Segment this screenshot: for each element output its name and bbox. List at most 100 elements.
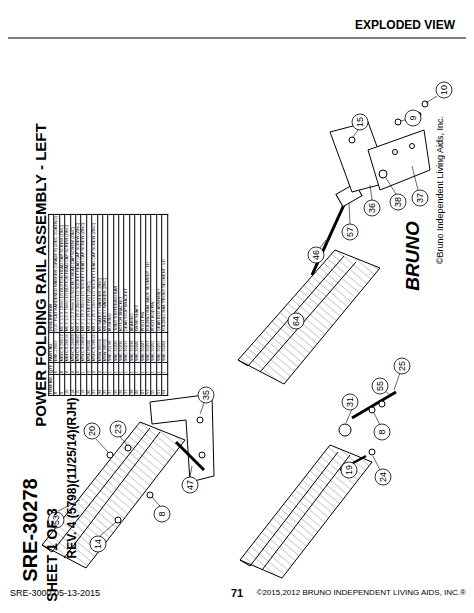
table-header: DESCRIPTION [48, 304, 53, 331]
table-cell: 55 [151, 389, 156, 393]
table-cell: BUSHING [108, 313, 113, 331]
callout-number: 8 [378, 429, 387, 434]
table-cell: SRE-30257 [156, 341, 161, 362]
callout-bubble [405, 110, 421, 126]
table-cell: M6 SAFETY WASHER (ZINC) [97, 278, 102, 332]
table-cell: M6 X 1.0 X 16mm LG BUTTON HEAD CAP SCREW… [64, 225, 69, 332]
callout-bubble [341, 462, 357, 478]
table-cell: 1 [145, 371, 150, 373]
callout-number: 55 [376, 381, 385, 391]
table-cell: 46 [134, 389, 139, 393]
table-cell: SRE-30253 [145, 341, 150, 362]
copyright-footer: ©2015,2012 BRUNO INDEPENDENT LIVING AIDS… [257, 589, 467, 597]
table-cell: M8 SAFETY WASHER (ZINC) [102, 278, 107, 332]
callout-number: 36 [368, 203, 377, 213]
table-cell: 1 [129, 371, 134, 373]
table-cell: 47 [140, 389, 145, 393]
table-cell: SRE-30246 [134, 341, 139, 362]
callout-bubble [90, 536, 106, 552]
brand-logo: BRUNO [403, 221, 422, 291]
table-cell: 37 [124, 389, 129, 393]
table-cell: 4 [70, 371, 75, 373]
parts-table: ITEM NO.QTY.PART NO.DESCRIPTION86ERK-120… [48, 214, 168, 396]
table-cell: 19 [81, 389, 86, 393]
table-cell: 1 [151, 371, 156, 373]
table-cell: DRIVE SHAFT [134, 305, 139, 331]
table-cell: 1 [124, 371, 129, 373]
drawing-number: SRE-30278 [20, 478, 40, 581]
callout-number: 10 [440, 85, 449, 95]
table-cell: 36 [118, 389, 123, 393]
table-cell: 1 [118, 371, 123, 373]
callout-bubble [390, 194, 406, 210]
callout-bubble [436, 82, 452, 98]
table-cell: 53 [145, 389, 150, 393]
table-cell: FOLDING RAIL FRONT SEGMENT - LH [161, 259, 166, 331]
table-cell: 8 [54, 392, 59, 394]
table-cell: 1 [161, 371, 166, 373]
table-cell: M6 X 1.0 X 8mm LG SOCKET HEAD CAP SCREW … [70, 227, 75, 331]
table-cell: 57 [156, 389, 161, 393]
table-cell: SRE-30255 [151, 341, 156, 362]
table-header: ITEM NO. [48, 376, 53, 394]
table-cell: 1 [102, 371, 107, 373]
callout-number: 53 [52, 515, 61, 525]
table-cell: 1 [108, 371, 113, 373]
table-cell: ERK-12003 [54, 341, 59, 362]
callout-number: 37 [416, 193, 425, 203]
table-cell: SRE-30238 [129, 341, 134, 362]
callout-bubble [374, 424, 390, 440]
table-cell: 2 [91, 371, 96, 373]
table-cell: 8 [59, 371, 64, 373]
table-cell: 1 [156, 371, 161, 373]
table-cell: SRE-30236 [118, 341, 123, 362]
table-cell: GEAR STOP BRACKET [124, 288, 129, 331]
callout-bubble [412, 190, 428, 206]
callout-bubble [182, 477, 198, 493]
callout-number: 15 [356, 117, 365, 127]
table-cell: M6 X 1.0 X 12mm LG BUTTON HEAD CAP SCREW… [59, 225, 64, 332]
table-cell: SRE-30247 [140, 341, 145, 362]
table-cell: 3 [86, 371, 91, 373]
callout-number: 64 [292, 316, 301, 326]
callout-number: 31 [346, 397, 355, 407]
doc-footer: SRE-3000 05-13-2015 [10, 589, 100, 598]
table-cell: M8 X 1.25 X 16mm LG SOCKET HEAD CAP SCRE… [91, 223, 96, 332]
callout-number: 46 [312, 250, 321, 260]
callout-bubble [110, 421, 126, 437]
table-cell: GEAR BOX ASSEMBLY [156, 288, 161, 331]
table-cell: SRE-30229 [113, 341, 118, 362]
table-cell: 25 [102, 389, 107, 393]
table-cell: 5/16" FLAT HARDENED WASHER (GRADE 8) (ZI… [54, 216, 59, 331]
callout-bubble [375, 469, 391, 485]
table-cell: JOINT STIFFENING BAR [113, 286, 118, 332]
table-cell: MSHCS-06008 [70, 334, 75, 361]
table-cell: 6 [54, 371, 59, 373]
callout-number: 8 [158, 511, 167, 516]
table-cell: BEARING [129, 313, 134, 331]
drawing-title: POWER FOLDING RAIL ASSEMBLY - LEFT [33, 123, 48, 426]
callout-bubble [372, 378, 388, 394]
table-cell: 31 [108, 389, 113, 393]
callout-number: 38 [394, 197, 403, 207]
table-cell: 1 [113, 371, 118, 373]
callout-number: 14 [94, 539, 103, 549]
table-cell: FOLDING RAIL BACK SEGMENT - LH [145, 262, 150, 331]
table-cell: MBHCS-06012 [59, 334, 64, 361]
table-cell: 35 [113, 389, 118, 393]
table-header: QTY. [48, 364, 53, 373]
callout-number: 20 [88, 426, 97, 436]
callout-number: 47 [186, 480, 195, 490]
callout-number: 24 [379, 472, 388, 482]
table-cell: 10 [64, 389, 69, 393]
table-cell: 4 [64, 371, 69, 373]
table-cell: 15 [75, 389, 80, 393]
table-cell: PIVOT ROD PIN [151, 302, 156, 332]
callout-bubble [154, 506, 170, 522]
table-cell: M8 X 1.25 HEX NUT (ZINC) [86, 281, 91, 331]
callout-bubble [308, 247, 324, 263]
callout-bubble [84, 423, 100, 439]
table-cell: PIVOT PIN [140, 312, 145, 332]
page-header: EXPLODED VIEW [355, 19, 455, 31]
callout-number: 35 [202, 390, 211, 400]
